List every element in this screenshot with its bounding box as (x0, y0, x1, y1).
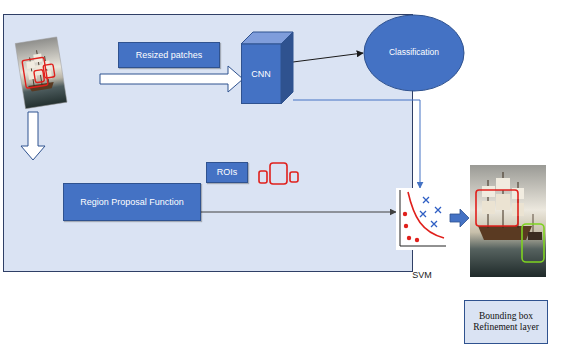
node-label: CNN (251, 69, 271, 79)
refinement-box: Bounding box Refinement layer (464, 300, 548, 344)
node-label: Region Proposal Function (80, 197, 184, 207)
input-ship-image (15, 37, 67, 109)
node-label: Resized patches (136, 50, 203, 60)
connector-arrow (201, 212, 396, 213)
flow-arrow (100, 66, 243, 92)
svm-chart: SVM (396, 188, 448, 280)
flow-arrow (450, 209, 469, 227)
node-label: Classification (389, 48, 439, 58)
flow-arrow (21, 112, 45, 160)
cnn-cube: CNN (241, 30, 293, 104)
node-label: SVM (412, 270, 432, 280)
process-box: Resized patches (118, 42, 220, 68)
connector-arrow (293, 53, 363, 62)
shape-outline (241, 30, 293, 104)
node-label: Bounding box Refinement layer (469, 311, 543, 333)
node-label: ROIs (217, 167, 238, 177)
classification-ellipse: Classification (363, 14, 465, 92)
svm-plot (396, 188, 448, 250)
output-ship-image (470, 165, 546, 277)
process-box: ROIs (206, 162, 248, 183)
roi-doodles (259, 163, 298, 184)
pipeline-panel (4, 15, 413, 272)
connector-arrow (293, 100, 420, 188)
process-box: Region Proposal Function (63, 183, 201, 221)
